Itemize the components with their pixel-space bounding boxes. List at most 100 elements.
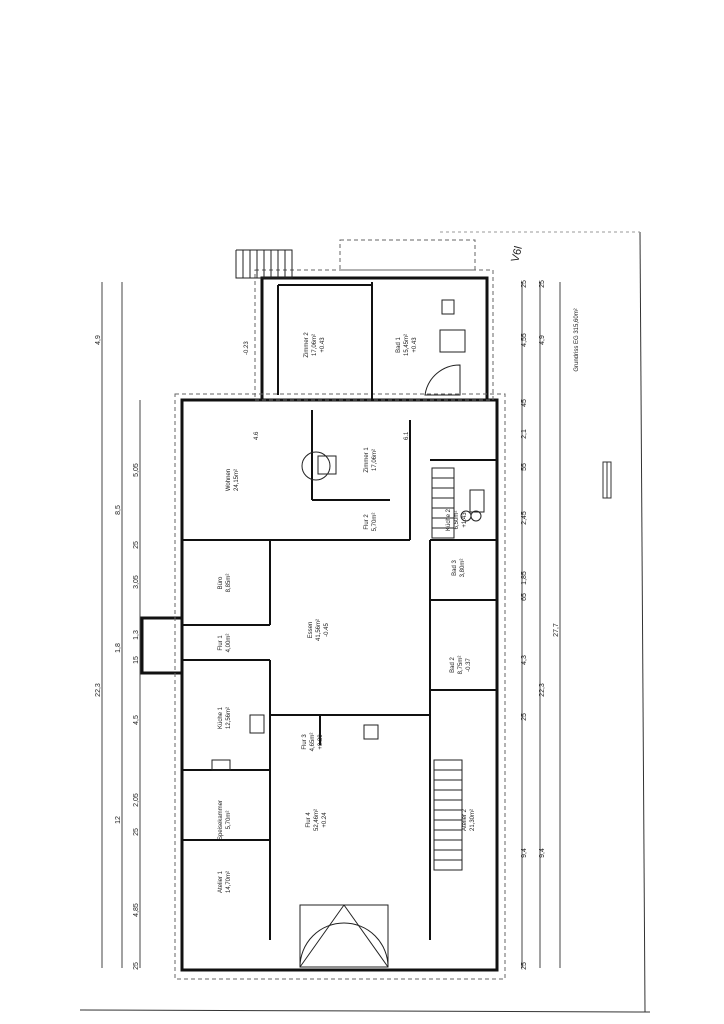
sheet-frame bbox=[79, 231, 651, 1013]
dim-right-7: 1,85 bbox=[521, 571, 528, 585]
interior-dim-1: 4.6 bbox=[254, 431, 260, 440]
entrance-doors bbox=[299, 904, 389, 968]
svg-text:Zimmer 1: Zimmer 1 bbox=[364, 447, 370, 473]
internal-stairs bbox=[431, 467, 463, 871]
dim-left-b-1: 25 bbox=[133, 541, 140, 549]
svg-text:Essen: Essen bbox=[308, 622, 314, 639]
dim-overall-left: 22,3 bbox=[95, 683, 102, 697]
svg-text:8,75m²: 8,75m² bbox=[458, 656, 464, 675]
dim-right-b-0: 25 bbox=[539, 280, 546, 288]
dim-right-6: 2,45 bbox=[521, 511, 528, 525]
svg-text:14,70m²: 14,70m² bbox=[226, 871, 232, 893]
right-dimension-lines bbox=[521, 282, 561, 968]
svg-text:Flur 2: Flur 2 bbox=[364, 514, 370, 530]
room-label-kueche-2: Küche 2 6,50m² +1.43 bbox=[446, 508, 468, 531]
svg-text:Wohnen: Wohnen bbox=[226, 469, 232, 491]
exterior-stair bbox=[235, 249, 293, 279]
svg-text:Büro: Büro bbox=[218, 576, 224, 589]
interior-walls bbox=[182, 282, 497, 940]
dim-right-3: 45 bbox=[521, 399, 528, 407]
dim-right-11: 9,4 bbox=[521, 848, 528, 858]
dim-right-1: 4,9 bbox=[539, 335, 546, 345]
svg-text:+0.43: +0.43 bbox=[412, 337, 418, 353]
dim-right-sub: 22,3 bbox=[539, 683, 546, 697]
svg-text:6,50m²: 6,50m² bbox=[454, 511, 460, 530]
dim-left-a-0: 4,9 bbox=[95, 335, 102, 345]
room-label-zimmer-2: Zimmer 2 17,06m² +0.43 bbox=[304, 332, 326, 358]
room-label-bad-2: Bad 2 8,75m² -0.37 bbox=[450, 656, 472, 675]
svg-text:17,06m²: 17,06m² bbox=[372, 449, 378, 471]
room-label-flur-3: Flur 3 4,65m² +0.30 bbox=[302, 733, 324, 752]
svg-text:Bad 2: Bad 2 bbox=[450, 657, 456, 673]
dim-right-8: 65 bbox=[521, 593, 528, 601]
svg-text:17,06m²: 17,06m² bbox=[312, 334, 318, 356]
svg-text:+0.30: +0.30 bbox=[318, 734, 324, 750]
svg-text:4,65m²: 4,65m² bbox=[310, 733, 316, 752]
room-label-flur-4: Flur 4 52,46m² +0.24 bbox=[306, 809, 328, 831]
room-label-bad-3: Bad 3 3,80m² bbox=[452, 559, 466, 578]
dim-left-b-5: 15 bbox=[133, 656, 140, 664]
svg-text:+0.43: +0.43 bbox=[320, 337, 326, 353]
scale-bar bbox=[602, 461, 612, 499]
dim-right-2: 4,55 bbox=[521, 333, 528, 347]
svg-text:+1.43: +1.43 bbox=[462, 512, 468, 528]
dim-left-b-9: 4,85 bbox=[133, 903, 140, 917]
drawing-caption: Grundriss EG 315,60m² bbox=[574, 308, 580, 371]
svg-text:12,56m²: 12,56m² bbox=[226, 707, 232, 729]
svg-text:15,45m²: 15,45m² bbox=[404, 334, 410, 356]
dim-right-9: 4,3 bbox=[521, 655, 528, 665]
room-label-essen: Essen 41,56m² -0.45 bbox=[308, 619, 330, 641]
dim-right-5: 55 bbox=[521, 463, 528, 471]
svg-text:Flur 1: Flur 1 bbox=[218, 635, 224, 651]
svg-text:+0.24: +0.24 bbox=[322, 812, 328, 828]
svg-text:-0.45: -0.45 bbox=[324, 623, 330, 637]
interior-dim-2: 6.1 bbox=[404, 431, 410, 440]
dim-right-10: 25 bbox=[521, 713, 528, 721]
svg-text:24,15m²: 24,15m² bbox=[234, 469, 240, 491]
svg-text:5,70m²: 5,70m² bbox=[372, 513, 378, 532]
fixtures bbox=[211, 299, 485, 771]
dim-right-12: 25 bbox=[521, 962, 528, 970]
svg-text:Bad 3: Bad 3 bbox=[452, 560, 458, 576]
dim-left-b-6: 4,5 bbox=[133, 715, 140, 725]
dim-overall-right: 27,7 bbox=[553, 623, 560, 637]
svg-text:Flur 4: Flur 4 bbox=[306, 812, 312, 828]
svg-text:21,30m²: 21,30m² bbox=[470, 809, 476, 831]
room-label-flur-2: Flur 2 5,70m² bbox=[364, 513, 378, 532]
room-label-speisekammer: Speisekammer 5,70m² bbox=[218, 800, 232, 840]
svg-text:4,00m²: 4,00m² bbox=[226, 634, 232, 653]
room-label-wohnen: Wohnen 24,15m² bbox=[226, 469, 240, 491]
svg-text:Bad 1: Bad 1 bbox=[396, 337, 402, 353]
dim-left-b-3: 1,8 bbox=[115, 643, 122, 653]
svg-text:5,70m²: 5,70m² bbox=[226, 811, 232, 830]
outline-dashed bbox=[174, 239, 506, 980]
dim-left-a-2: 12 bbox=[115, 816, 122, 824]
room-label-atelier-2: Atelier 2 21,30m² bbox=[462, 808, 476, 831]
svg-text:Speisekammer: Speisekammer bbox=[218, 800, 224, 840]
dim-left-b-7: 2,05 bbox=[133, 793, 140, 807]
left-dimension-lines bbox=[101, 282, 141, 968]
svg-text:52,46m²: 52,46m² bbox=[314, 809, 320, 831]
svg-text:Küche 2: Küche 2 bbox=[446, 508, 452, 531]
dim-right-0: 25 bbox=[521, 280, 528, 288]
dim-left-b-10: 25 bbox=[133, 962, 140, 970]
svg-text:Atelier 1: Atelier 1 bbox=[218, 870, 224, 893]
room-label-atelier-1: Atelier 1 14,70m² bbox=[218, 870, 232, 893]
room-label-buero: Büro 8,85m² bbox=[218, 574, 232, 593]
room-label-flur-1: Flur 1 4,00m² bbox=[218, 634, 232, 653]
svg-text:Flur 3: Flur 3 bbox=[302, 734, 308, 750]
dim-left-b-4: 1,3 bbox=[133, 630, 140, 640]
svg-text:-0.37: -0.37 bbox=[466, 658, 472, 672]
dim-left-b-0: 5,05 bbox=[133, 463, 140, 477]
corner-mark: V6l bbox=[509, 245, 525, 263]
room-label-bad-1: Bad 1 15,45m² +0.43 bbox=[396, 334, 418, 356]
svg-text:Atelier 2: Atelier 2 bbox=[462, 808, 468, 831]
room-label-kueche-1: Küche 1 12,56m² bbox=[218, 706, 232, 729]
dim-right-b-1: 9,4 bbox=[539, 848, 546, 858]
room-label-zimmer-1: Zimmer 1 17,06m² bbox=[364, 447, 378, 473]
svg-text:Zimmer 2: Zimmer 2 bbox=[304, 332, 310, 358]
svg-text:3,80m²: 3,80m² bbox=[460, 559, 466, 578]
dim-left-b-2: 3,05 bbox=[133, 575, 140, 589]
dim-left-a-1: 8,5 bbox=[115, 505, 122, 515]
